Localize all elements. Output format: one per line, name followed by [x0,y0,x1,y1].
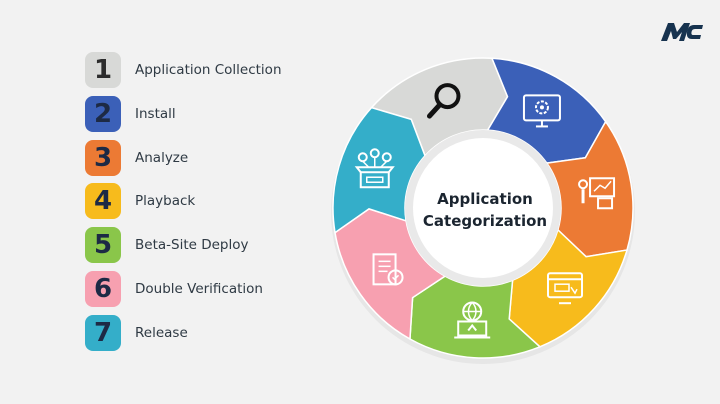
magnifier-icon [426,83,461,119]
step-label: Double Verification [135,281,263,297]
step-item: 2 Install [85,96,176,132]
step-item: 6 Double Verification [85,271,263,307]
step-item: 7 Release [85,315,188,351]
step-item: 4 Playback [85,183,195,219]
center-title: Application Categorization [420,188,550,232]
presentation-chart-icon [578,177,616,210]
document-checklist-icon [372,253,404,286]
step-number-badge: 4 [85,183,121,219]
step-label: Application Collection [135,62,282,78]
monitor-gear-icon [522,94,561,128]
step-label: Beta-Site Deploy [135,237,249,253]
step-label: Release [135,325,188,341]
step-item: 5 Beta-Site Deploy [85,227,248,263]
step-number-badge: 6 [85,271,121,307]
center-title-line: Application [437,190,533,208]
wheel-center [413,138,553,278]
brand-logo [661,23,703,41]
step-number-badge: 3 [85,140,121,176]
step-label: Install [135,106,176,122]
step-number-badge: 7 [85,315,121,351]
box-network-icon [354,148,395,189]
step-number-badge: 5 [85,227,121,263]
step-number-badge: 1 [85,52,121,88]
step-item: 1 Application Collection [85,52,282,88]
step-label: Analyze [135,150,189,166]
laptop-globe-upload-icon [454,301,491,339]
center-title-line: Categorization [422,212,548,230]
segment-icons [354,83,616,339]
step-number-badge: 2 [85,96,121,132]
step-label: Playback [135,193,196,209]
step-item: 3 Analyze [85,140,188,176]
monitor-payment-icon [547,272,584,305]
